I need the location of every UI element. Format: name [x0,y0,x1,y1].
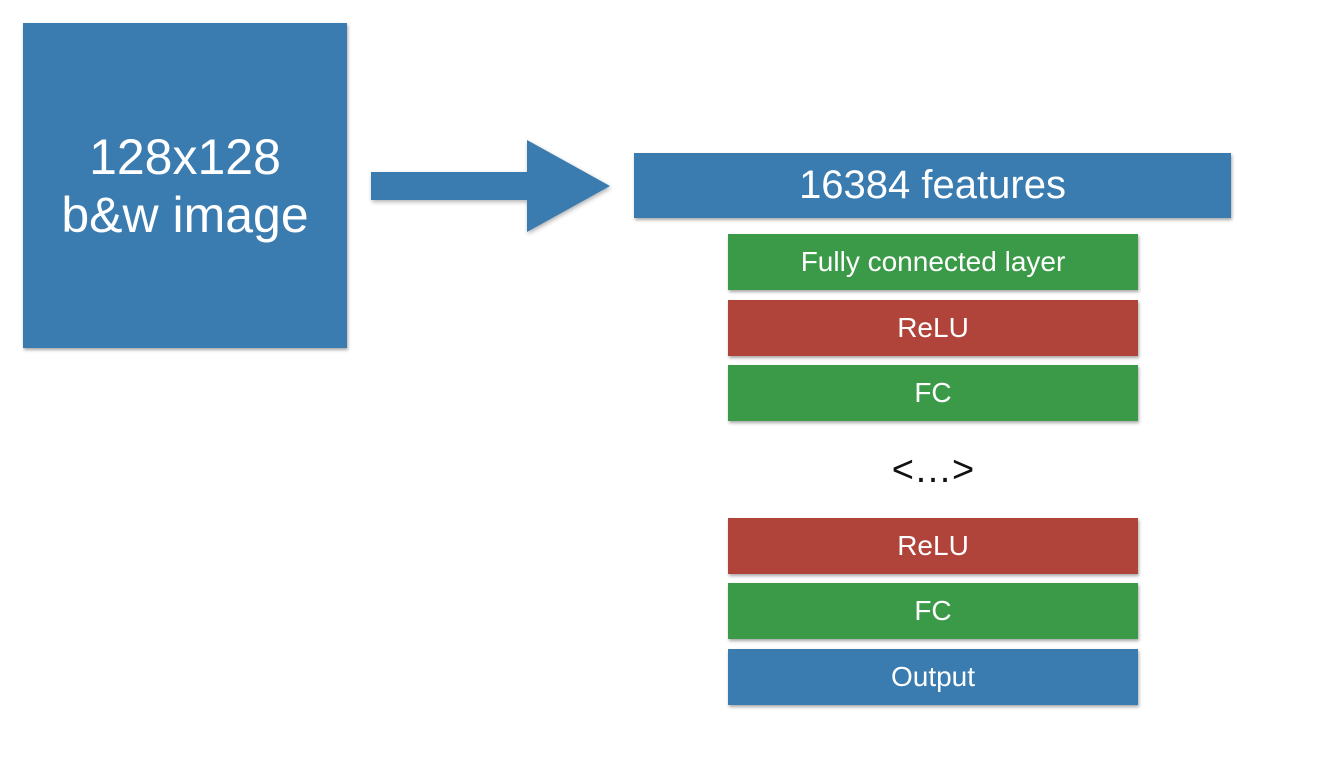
layer-relu: ReLU [728,518,1138,574]
layer-fully-connected: Fully connected layer [728,234,1138,290]
input-line-2: b&w image [61,186,309,243]
layer-output: Output [728,649,1138,705]
right-arrow-icon [371,140,610,232]
ellipsis-text: <…> [891,448,975,491]
features-box: 16384 features [634,153,1231,218]
layer-label: FC [914,377,952,408]
layer-label: ReLU [897,312,969,343]
features-label: 16384 features [799,163,1066,207]
input-image-box: 128x128 b&w image [23,23,347,348]
input-line-1: 128x128 [89,128,281,185]
layer-fc: FC [728,365,1138,421]
layer-label: Fully connected layer [800,246,1066,277]
layer-label: FC [914,595,952,626]
layer-label: Output [890,661,976,692]
layer-fc: FC [728,583,1138,639]
layer-relu: ReLU [728,300,1138,356]
layer-label: ReLU [897,530,969,561]
